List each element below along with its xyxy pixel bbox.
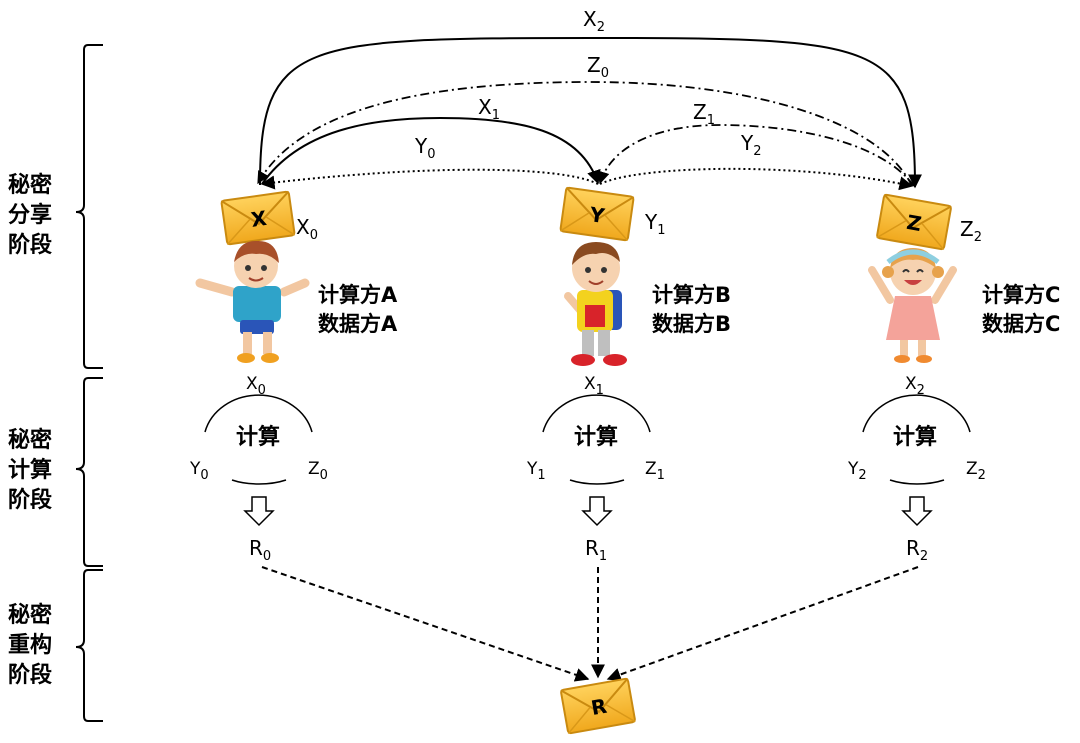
phase-sharing-line3: 阶段: [8, 232, 52, 258]
svg-text:Z: Z: [905, 210, 923, 236]
phase-sharing-brace: [75, 44, 103, 369]
compute-b-down-arrow-icon: [581, 496, 613, 527]
phase-reconstruct-line3: 阶段: [8, 662, 52, 688]
compute-c-down-arrow-icon: [901, 496, 933, 527]
compute-b-arc-bottom: [569, 479, 625, 485]
phase-reconstruct: 秘密 重构 阶段: [8, 569, 103, 722]
party-b-role-data: 数据方B: [652, 312, 731, 336]
phase-sharing-line1: 秘密: [8, 172, 52, 198]
compute-b-top: X1: [584, 374, 604, 398]
compute-b-label: 计算: [574, 424, 618, 450]
recon-arrow-a: [261, 566, 590, 682]
party-c: Z Z2 计算方C 数据方C X2 计算 Y2 Z2 R2: [847, 193, 1060, 564]
compute-b-left: Y1: [526, 459, 546, 483]
envelope-b-icon: Y: [559, 186, 635, 242]
phase-compute: 秘密 计算 阶段: [8, 377, 103, 567]
arc-x2-label: X2: [583, 7, 605, 35]
party-a: X X0 计算方A 数据方A X0 计算 Y0 Z0 R0: [189, 190, 398, 564]
compute-c-arc-top: [862, 394, 971, 433]
party-a-role-data: 数据方A: [318, 312, 398, 336]
compute-a-top: X0: [246, 374, 266, 398]
compute-a-label: 计算: [236, 424, 280, 450]
arc-y2-label: Y2: [740, 131, 762, 159]
envelope-a-icon: X: [220, 190, 296, 246]
party-b-keep: Y1: [644, 210, 666, 238]
boy-b-icon: [564, 242, 627, 366]
phase-reconstruct-brace: [75, 569, 103, 722]
phase-reconstruct-line1: 秘密: [8, 602, 52, 628]
boy-a-icon: [195, 240, 310, 363]
party-c-role-compute: 计算方C: [982, 283, 1060, 307]
phase-sharing: 秘密 分享 阶段: [8, 44, 103, 369]
recon-arrow-c: [606, 566, 919, 682]
party-c-role-data: 数据方C: [982, 312, 1060, 336]
arc-x2: [259, 36, 922, 189]
compute-c-arc-bottom: [889, 479, 945, 485]
arc-y0: [260, 168, 599, 190]
svg-text:R: R: [589, 694, 608, 720]
arc-z1-label: Z1: [693, 100, 715, 128]
party-b-role-compute: 计算方B: [652, 283, 731, 307]
arc-z0: [257, 81, 913, 187]
girl-c-icon: [868, 248, 957, 363]
phase-compute-line1: 秘密: [8, 427, 52, 453]
party-b: Y Y1 计算方B 数据方B X1 计算 Y1 Z1 R1: [526, 186, 731, 564]
result-b: R1: [585, 536, 607, 564]
result-a: R0: [249, 536, 271, 564]
phase-reconstruct-line2: 重构: [8, 632, 52, 658]
compute-a-down-arrow-icon: [243, 496, 275, 527]
compute-a-arc-top: [204, 394, 313, 433]
svg-text:Y: Y: [587, 202, 606, 228]
arc-x1-label: X1: [478, 95, 500, 123]
arc-x1: [261, 116, 601, 185]
compute-a-right: Z0: [308, 459, 328, 483]
party-c-keep: Z2: [960, 217, 982, 245]
result-c: R2: [906, 536, 928, 564]
phase-compute-line2: 计算: [8, 457, 52, 483]
phase-compute-line3: 阶段: [8, 487, 52, 513]
arc-y0-label: Y0: [414, 134, 436, 162]
compute-c-right: Z2: [966, 459, 986, 483]
compute-c-top: X2: [905, 374, 925, 398]
phase-sharing-line2: 分享: [8, 202, 52, 228]
svg-text:X: X: [250, 206, 269, 232]
phase-compute-brace: [75, 377, 103, 567]
party-a-role-compute: 计算方A: [318, 283, 398, 307]
arc-z1: [597, 124, 915, 187]
compute-b-arc-top: [542, 394, 651, 433]
compute-c-left: Y2: [847, 459, 867, 483]
envelope-r-icon: R: [559, 677, 637, 735]
arc-y2: [599, 167, 914, 191]
compute-a-left: Y0: [189, 459, 209, 483]
compute-b-right: Z1: [645, 459, 665, 483]
envelope-c-icon: Z: [875, 193, 953, 251]
arc-z0-label: Z0: [587, 53, 609, 81]
compute-c-label: 计算: [893, 424, 937, 450]
party-a-keep: X0: [296, 215, 318, 243]
compute-a-arc-bottom: [231, 479, 287, 485]
